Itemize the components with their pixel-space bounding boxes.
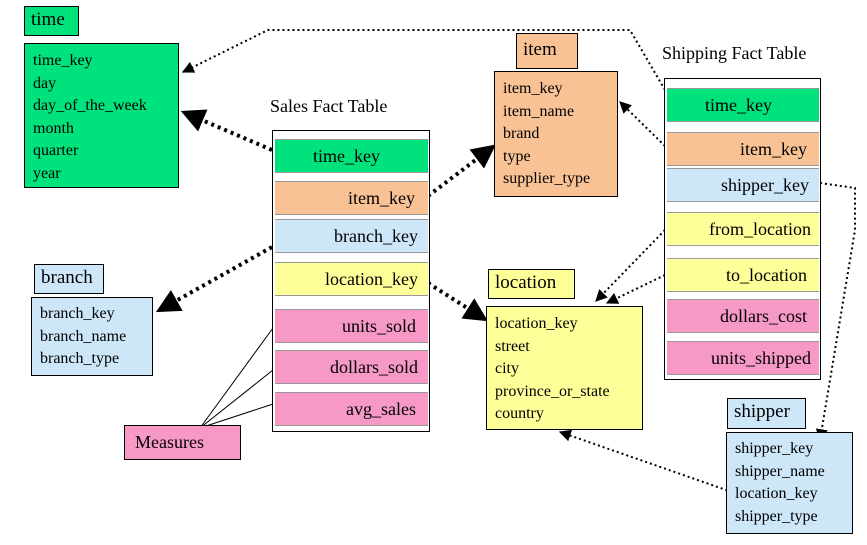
link-sales-time <box>180 109 273 152</box>
branch-attr: branch_type <box>40 350 120 367</box>
item-attr: type <box>503 147 531 165</box>
time-attr: day <box>33 74 57 92</box>
location-table: location_key street city province_or_sta… <box>486 306 643 430</box>
sales-field-location-key: location_key <box>275 262 428 296</box>
link-shipper-location <box>558 429 733 493</box>
shipper-table: shipper_key shipper_name location_key sh… <box>726 432 853 534</box>
time-table-title: time <box>24 6 79 36</box>
location-attr: street <box>495 337 530 355</box>
location-attr: city <box>495 360 519 377</box>
shipper-table-title: shipper <box>727 398 806 429</box>
link-sales-branch <box>155 245 273 313</box>
item-attr: brand <box>503 125 540 142</box>
shipper-attr: location_key <box>735 485 818 502</box>
measures-label: Measures <box>124 425 241 460</box>
location-attr: location_key <box>495 315 578 332</box>
shipper-attr: shipper_key <box>735 440 814 457</box>
link-shipping-shipper <box>815 182 856 442</box>
shipping-field-dollars-cost: dollars_cost <box>667 299 819 333</box>
location-attr: country <box>495 405 544 422</box>
sales-field-time-key: time_key <box>275 139 428 173</box>
shipping-field-item-key: item_key <box>667 132 819 166</box>
branch-table-title: branch <box>34 264 104 294</box>
item-attr: supplier_type <box>503 170 591 187</box>
shipping-field-time-key: time_key <box>667 88 819 122</box>
shipping-fact-table: time_key item_key shipper_key from_locat… <box>664 78 821 380</box>
link-sales-location <box>426 281 489 322</box>
link-shipping-from-location <box>595 229 666 302</box>
time-attr: quarter <box>33 142 79 159</box>
item-attr: item_key <box>503 80 563 97</box>
shipping-field-units-shipped: units_shipped <box>667 341 819 375</box>
sales-field-avg-sales: avg_sales <box>275 392 428 426</box>
shipper-attr: shipper_name <box>735 462 825 480</box>
measures-line-1 <box>199 327 274 429</box>
item-table-title: item <box>516 33 578 69</box>
sales-field-branch-key: branch_key <box>275 219 428 253</box>
sales-field-dollars-sold: dollars_sold <box>275 350 428 384</box>
shipping-field-shipper-key: shipper_key <box>667 168 819 202</box>
sales-fact-caption: Sales Fact Table <box>270 96 388 116</box>
sales-field-item-key: item_key <box>275 181 428 215</box>
location-table-title: location <box>488 269 575 299</box>
time-attr: time_key <box>33 52 93 69</box>
measures-line-2 <box>199 369 274 429</box>
link-sales-item <box>426 144 496 198</box>
branch-attr: branch_key <box>40 305 115 322</box>
time-attr: day_of_the_week <box>33 97 147 114</box>
item-attr: item_name <box>503 102 575 120</box>
link-shipping-to-location <box>605 274 666 304</box>
item-table: item_key item_name brand type supplier_t… <box>494 71 618 197</box>
shipping-field-to-location: to_location <box>667 258 819 292</box>
sales-field-units-sold: units_sold <box>275 309 428 343</box>
shipping-fact-caption: Shipping Fact Table <box>662 43 807 63</box>
time-attr: year <box>33 164 61 182</box>
time-attr: month <box>33 119 74 137</box>
time-table: time_key day day_of_the_week month quart… <box>24 43 179 188</box>
branch-table: branch_key branch_name branch_type <box>31 297 153 376</box>
branch-attr: branch_name <box>40 327 127 345</box>
link-shipping-item <box>619 101 666 147</box>
shipping-field-from-location: from_location <box>667 212 819 246</box>
sales-fact-table: time_key item_key branch_key location_ke… <box>272 130 430 432</box>
location-attr: province_or_state <box>495 382 610 400</box>
shipper-attr: shipper_type <box>735 507 818 525</box>
